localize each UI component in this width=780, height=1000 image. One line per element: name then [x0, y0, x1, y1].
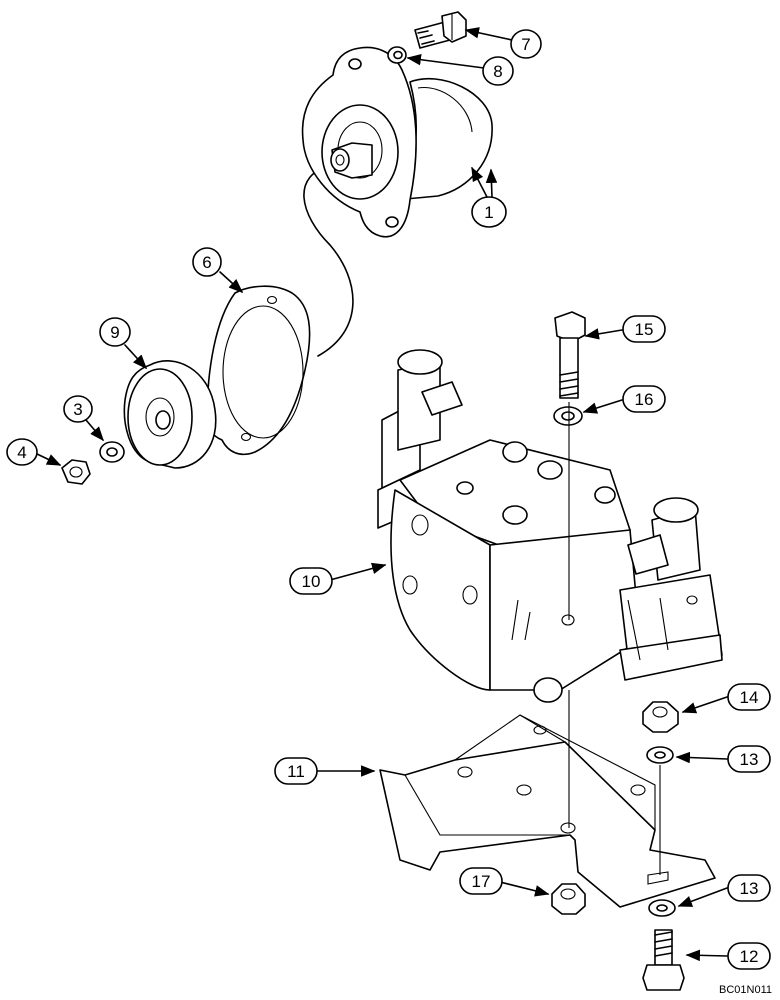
part-14-nut — [642, 701, 679, 733]
callout-9-label: 9 — [110, 323, 119, 342]
callout-4: 4 — [6, 438, 38, 466]
callout-3-label: 3 — [73, 400, 82, 419]
callout-13-upper: 13 — [727, 745, 771, 773]
callout-8-label: 8 — [493, 62, 502, 81]
callout-17: 17 — [459, 867, 503, 895]
callout-15: 15 — [622, 315, 666, 343]
assembly-centerlines — [568, 402, 661, 875]
part-17-nut — [551, 883, 586, 915]
callout-4-label: 4 — [17, 443, 26, 462]
callout-16: 16 — [622, 385, 666, 413]
callout-17-label: 17 — [472, 872, 491, 891]
part-11-bracket — [379, 714, 716, 908]
part-10-valve-block — [377, 349, 723, 703]
callout-13-lower: 13 — [727, 874, 771, 902]
callout-12-label: 12 — [740, 947, 759, 966]
callout-14-label: 14 — [740, 688, 759, 707]
callout-6: 6 — [192, 247, 222, 277]
callout-9: 9 — [99, 317, 131, 347]
callout-3: 3 — [63, 395, 93, 423]
part-7-bolt — [414, 11, 467, 49]
part-9-pulley — [123, 360, 217, 469]
callout-11: 11 — [274, 757, 318, 785]
callout-12: 12 — [727, 942, 771, 970]
callout-10-label: 10 — [302, 572, 321, 591]
callout-13-lower-label: 13 — [740, 879, 759, 898]
part-13-washer-lower — [648, 899, 676, 917]
callout-7-label: 7 — [521, 35, 530, 54]
leader-arrows — [34, 27, 728, 962]
callout-11-label: 11 — [287, 762, 305, 781]
part-6-gasket — [205, 285, 311, 456]
callout-8: 8 — [482, 56, 514, 86]
callout-6-label: 6 — [202, 253, 211, 272]
callout-1: 1 — [471, 196, 507, 228]
part-3-washer — [99, 441, 125, 463]
part-1-motor — [301, 46, 493, 357]
callout-7: 7 — [510, 29, 542, 59]
callout-10: 10 — [289, 567, 333, 595]
part-13-washer-upper — [646, 746, 674, 764]
part-15-bolt — [554, 311, 586, 399]
part-4-nut — [61, 459, 91, 485]
part-12-bolt — [642, 929, 685, 991]
callout-14: 14 — [727, 683, 771, 711]
callout-15-label: 15 — [635, 320, 654, 339]
callout-16-label: 16 — [635, 390, 654, 409]
drawing-code: BC01N011 — [719, 984, 772, 996]
part-16-washer — [553, 406, 583, 426]
callout-13-upper-label: 13 — [740, 750, 759, 769]
callout-1-label: 1 — [484, 203, 493, 222]
part-8-washer — [387, 46, 407, 64]
